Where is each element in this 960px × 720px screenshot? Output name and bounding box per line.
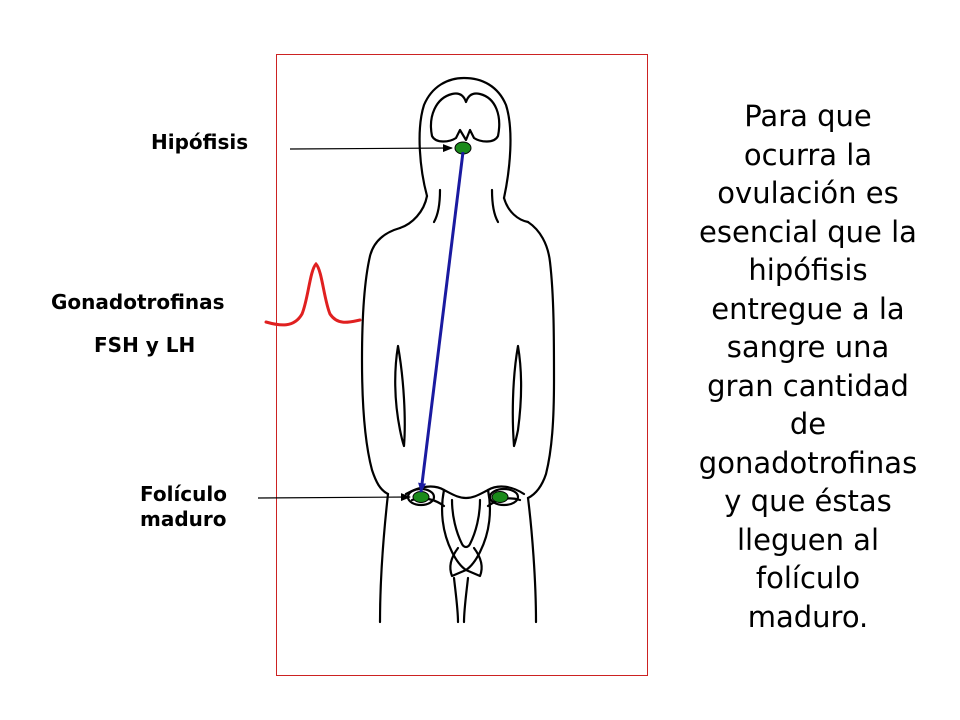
brain-outline — [429, 92, 501, 143]
explanation-line: de — [789, 407, 827, 441]
explanation-line: maduro. — [747, 599, 869, 634]
uterus-inner — [450, 498, 482, 549]
uterus-outer — [440, 488, 492, 572]
explanation-line: sangre una — [726, 330, 890, 364]
neck-right — [490, 188, 500, 224]
hair-left — [398, 194, 429, 230]
female-body-outline-icon — [360, 76, 556, 624]
explanation-line: lleguen al — [736, 522, 879, 557]
right-arm-outer — [526, 220, 556, 500]
right-ovary — [488, 487, 520, 507]
explanation-line: entregue a la — [711, 291, 905, 326]
hipofisis-pointer-arrow — [289, 144, 453, 153]
follicle-right — [491, 491, 509, 503]
mature-follicle-left — [412, 491, 430, 503]
foliculo-label-line1: Folículo — [140, 482, 227, 506]
fsh-lh-label: FSH y LH — [94, 333, 196, 357]
right-arm-inner — [511, 344, 523, 448]
foliculo-label-line2: maduro — [140, 507, 227, 531]
explanation-line: esencial que la — [699, 214, 917, 249]
left-arm-outer — [360, 226, 402, 496]
neck-left — [432, 188, 442, 224]
head-outline — [418, 76, 512, 200]
explanation-line: hipófisis — [748, 253, 868, 287]
foliculo-label: Folículo maduro — [140, 482, 227, 532]
explanation-text: Para que ocurra la ovulación es esencial… — [672, 97, 944, 636]
explanation-line: y que éstas — [724, 484, 892, 518]
explanation-line: Para que — [744, 99, 872, 133]
fallopian-tubes — [404, 485, 526, 500]
left-arm-inner — [394, 344, 406, 448]
explanation-line: ocurra la — [743, 137, 873, 172]
figure-frame — [276, 54, 648, 676]
foliculo-pointer-arrow — [257, 493, 411, 502]
hair-right — [502, 196, 530, 224]
gonadotropin-pathway — [418, 151, 465, 493]
left-leg-inner — [452, 576, 460, 624]
cervix — [449, 546, 483, 578]
explanation-line: ovulación es — [717, 176, 899, 210]
explanation-line: gonadotrofinas — [698, 445, 918, 480]
hormone-peak-curve-icon — [264, 261, 362, 327]
right-leg-outer — [526, 496, 538, 624]
hipofisis-label: Hipófisis — [151, 130, 249, 154]
gonadotrofinas-label: Gonadotrofinas — [51, 290, 225, 314]
right-leg-inner — [462, 576, 470, 624]
explanation-line: gran cantidad — [707, 368, 909, 403]
explanation-line: folículo — [755, 561, 861, 595]
left-leg-outer — [378, 492, 390, 624]
